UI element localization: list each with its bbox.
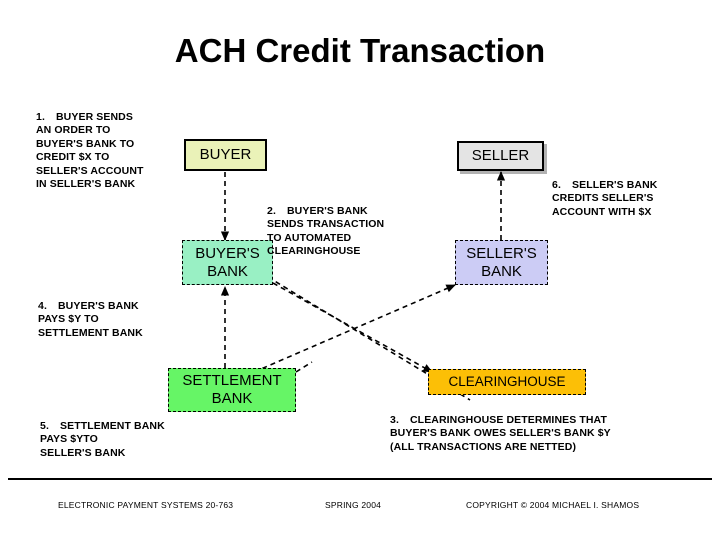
step-2-number: 2.	[267, 205, 276, 217]
step-3: 3. CLEARINGHOUSE DETERMINES THAT BUYER'S…	[390, 414, 680, 454]
box-buyers-bank[interactable]: BUYER'S BANK	[182, 240, 273, 285]
step-3-number: 3.	[390, 414, 399, 426]
step-1: 1. BUYER SENDS AN ORDER TO BUYER'S BANK …	[36, 111, 206, 191]
arrow-settlement-bank-to-sellers-bank	[253, 284, 456, 373]
step-3-text: CLEARINGHOUSE DETERMINES THAT BUYER'S BA…	[390, 414, 611, 453]
step-5: 5. SETTLEMENT BANK PAYS $YTO SELLER'S BA…	[40, 420, 210, 460]
box-seller[interactable]: SELLER	[457, 141, 544, 171]
step-6-text: SELLER'S BANK CREDITS SELLER'S ACCOUNT W…	[552, 179, 658, 218]
box-settlement-bank[interactable]: SETTLEMENT BANK	[168, 368, 296, 412]
step-1-text: BUYER SENDS AN ORDER TO BUYER'S BANK TO …	[36, 111, 144, 191]
page-title: ACH Credit Transaction	[174, 32, 546, 69]
step-1-number: 1.	[36, 111, 45, 123]
step-6-number: 6.	[552, 179, 561, 191]
box-clearinghouse[interactable]: CLEARINGHOUSE	[428, 369, 586, 395]
step-4-text: BUYER'S BANK PAYS $Y TO SETTLEMENT BANK	[38, 300, 143, 339]
step-4: 4. BUYER'S BANK PAYS $Y TO SETTLEMENT BA…	[38, 300, 208, 340]
box-sellers-bank[interactable]: SELLER'S BANK	[455, 240, 548, 285]
step-6: 6. SELLER'S BANK CREDITS SELLER'S ACCOUN…	[552, 179, 717, 219]
step-2: 2. BUYER'S BANK SENDS TRANSACTION TO AUT…	[267, 205, 447, 259]
footer-divider	[8, 478, 712, 480]
step-4-number: 4.	[38, 300, 47, 312]
step-2-text: BUYER'S BANK SENDS TRANSACTION TO AUTOMA…	[267, 205, 385, 258]
step-5-text: SETTLEMENT BANK PAYS $YTO SELLER'S BANK	[40, 420, 165, 459]
box-buyer[interactable]: BUYER	[184, 139, 267, 171]
arrow-settlement-bank-corner-stub	[295, 361, 313, 373]
footer-term: SPRING 2004	[325, 500, 382, 510]
arrow-buyers-bank-to-clearinghouse	[272, 282, 433, 373]
footer-copyright: COPYRIGHT © 2004 MICHAEL I. SHAMOS	[466, 500, 640, 510]
footer-course: ELECTRONIC PAYMENT SYSTEMS 20-763	[58, 500, 234, 510]
step-5-number: 5.	[40, 420, 49, 432]
